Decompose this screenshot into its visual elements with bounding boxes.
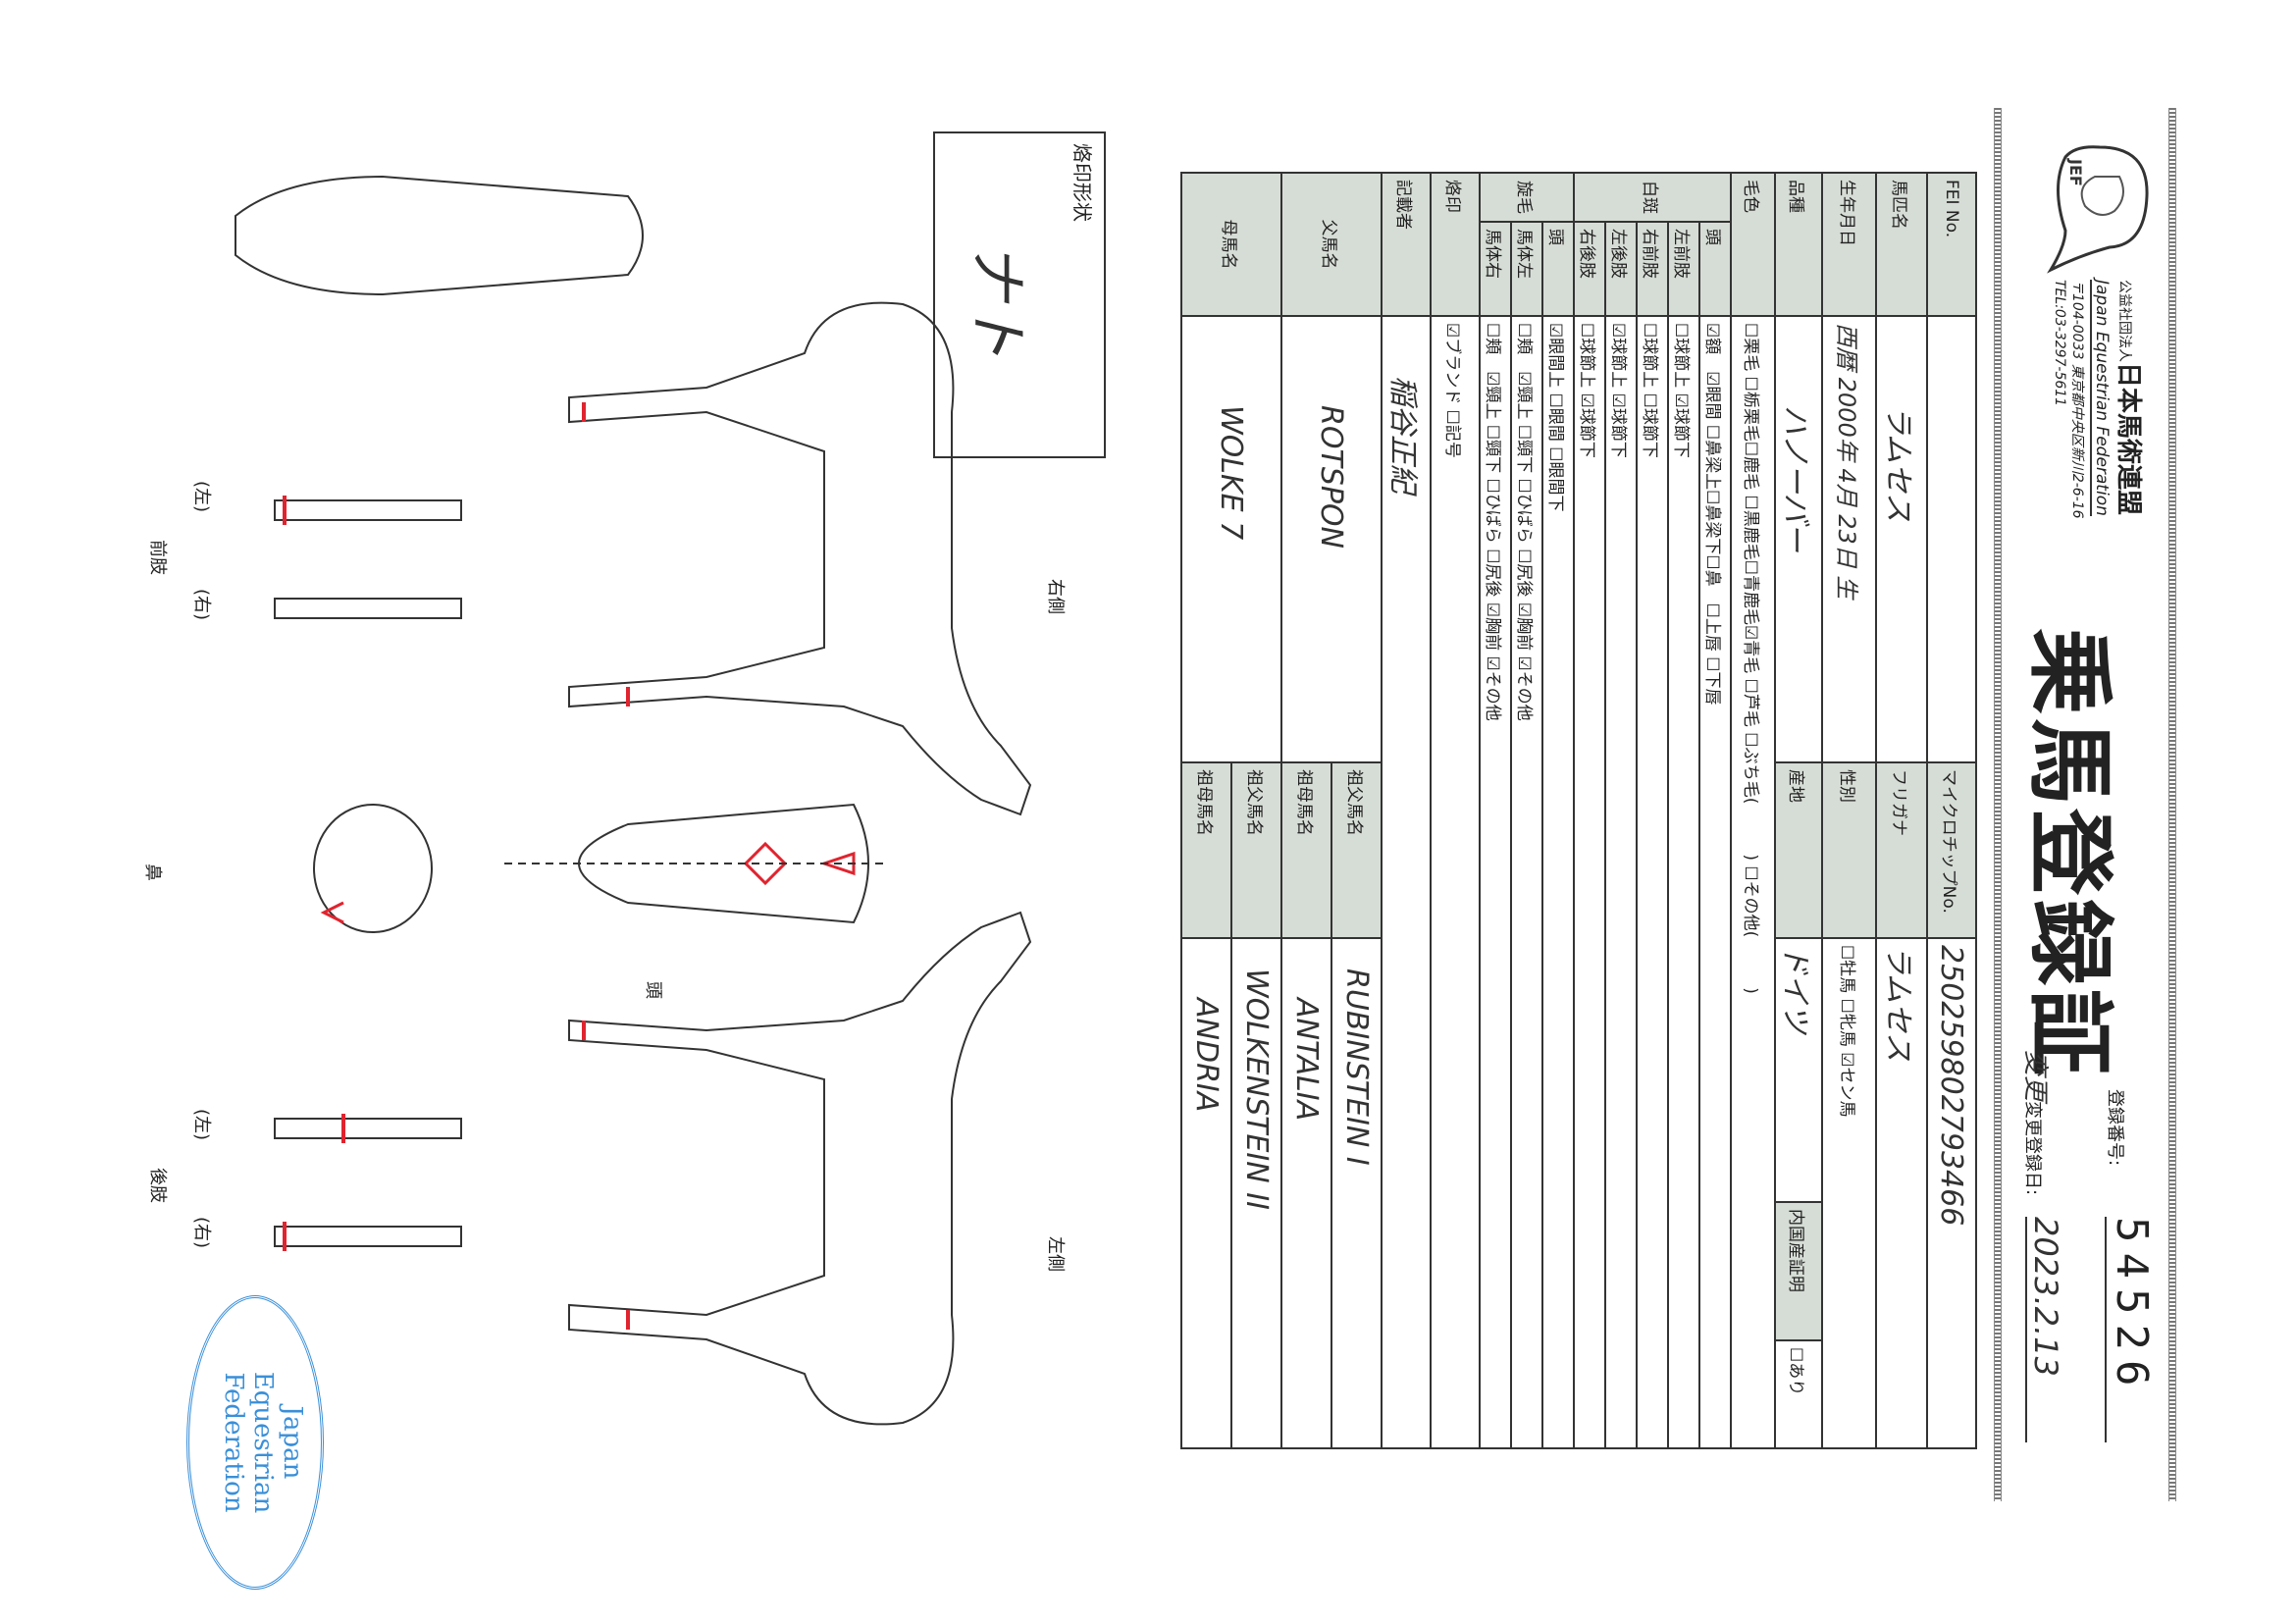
reg-no-label: 登録番号:: [2105, 1089, 2125, 1167]
white-lh-label: 左後肢: [1605, 222, 1637, 317]
document-title: 乗馬登録証: [2019, 628, 2120, 1080]
dam-granddam-label: 祖母馬名: [1181, 762, 1231, 939]
sire-label: 父馬名: [1281, 173, 1382, 317]
hindlegs-label: 後肢: [147, 1168, 168, 1203]
head-label: 頭: [643, 981, 663, 999]
domestic-label: 内国産証明: [1775, 1202, 1822, 1341]
left-side-horse: [568, 911, 1032, 1426]
org-tel: TEL:03-3297-5611: [2052, 280, 2067, 407]
coat-color-value: ☐栗毛 ☐栃栗毛☐鹿毛 ☐黒鹿毛☐青鹿毛☑青毛 ☐芦毛 ☐ぶち毛( ) ☐その他…: [1731, 316, 1775, 1449]
dam-granddam-value: ANDRIA: [1181, 938, 1231, 1449]
dam-label: 母馬名: [1181, 173, 1281, 317]
left-side-label: 左側: [1045, 1236, 1066, 1272]
forelegs: [274, 496, 462, 619]
forelegs-label: 前肢: [147, 540, 168, 575]
border-top: [2168, 108, 2176, 1501]
whorl-head-value: ☑眼間上 ☐眼間 ☐眼間下: [1542, 316, 1574, 1449]
recorder-value: 稲谷正紀: [1382, 316, 1431, 1449]
whorl-left-label: 馬体左: [1511, 222, 1542, 317]
whorl-left-value: ☐頬 ☑頸上 ☐頸下 ☐ひばら ☐尻後 ☑胸前 ☑その他: [1511, 316, 1542, 1449]
white-rf-value: ☐球節上 ☐球節下: [1637, 316, 1668, 1449]
white-lf-label: 左前肢: [1668, 222, 1699, 317]
change-date-label: 変更変更登録日:: [2020, 1050, 2050, 1196]
white-markings-label: 白斑: [1574, 173, 1731, 222]
kana-value: ラムセス: [1876, 938, 1927, 1449]
whorl-label: 旋毛: [1480, 173, 1574, 222]
logo-text: JEF: [2066, 158, 2085, 186]
brand-label: 烙印: [1431, 173, 1480, 317]
white-lf-value: ☐球節上 ☑球節下: [1668, 316, 1699, 1449]
hindlegs: [274, 1114, 462, 1251]
fei-value: [1927, 316, 1976, 763]
origin-label: 産地: [1775, 762, 1822, 939]
top-view-horse: [235, 175, 644, 296]
head-front-view: [500, 803, 883, 924]
whorl-right-value: ☐頬 ☑頸上 ☐頸下 ☐ひばら ☐尻後 ☑胸前 ☑その他: [1480, 316, 1511, 1449]
white-head-label: 頭: [1699, 222, 1731, 317]
domestic-value: ☐あり: [1775, 1340, 1822, 1449]
sire-grandsire-label: 祖父馬名: [1331, 762, 1382, 939]
sire-grandsire-value: RUBINSTEIN I: [1331, 938, 1382, 1449]
breed-label: 品種: [1775, 173, 1822, 317]
sex-label: 性別: [1822, 762, 1876, 939]
jef-stamp: Japan Equestrian Federation: [186, 1295, 324, 1590]
right-side-horse: [568, 301, 1032, 816]
org-name: 公益社団法人日本馬術連盟: [2113, 280, 2143, 516]
dam-grandsire-value: WOLKENSTEIN II: [1231, 938, 1281, 1449]
sire-granddam-value: ANTALIA: [1281, 938, 1331, 1449]
horse-diagrams: [235, 175, 1032, 1426]
white-head-value: ☑額 ☑眼間 ☐鼻梁上☐鼻梁下☐鼻 ☐上唇 ☐下唇: [1699, 316, 1731, 1449]
horse-info-table: FEI No.マイクロチップNo.250259802793466 馬匹名ラムセス…: [1180, 172, 1977, 1449]
hindlegs-right-label: (右): [191, 1217, 212, 1249]
chip-value: 250259802793466: [1927, 938, 1976, 1449]
dam-grandsire-label: 祖父馬名: [1231, 762, 1281, 939]
fei-label: FEI No.: [1927, 173, 1976, 317]
origin-value: ドイツ: [1775, 938, 1822, 1203]
name-label: 馬匹名: [1876, 173, 1927, 317]
org-address: 〒104-0033 東京都中央区新川2-6-16: [2069, 280, 2085, 519]
forelegs-left-label: (左): [191, 481, 212, 513]
reg-no-value: 54526: [2105, 1217, 2157, 1442]
change-date-value: 2023.2.13: [2025, 1217, 2064, 1442]
dam-value: WOLKE 7: [1181, 316, 1281, 763]
recorder-label: 記載者: [1382, 173, 1431, 317]
whorl-right-label: 馬体右: [1480, 222, 1511, 317]
right-side-label: 右側: [1045, 579, 1066, 614]
jef-logo: JEF: [2047, 145, 2149, 274]
name-value: ラムセス: [1876, 316, 1927, 763]
forelegs-right-label: (右): [191, 589, 212, 621]
white-rh-value: ☐球節上 ☑球節下: [1574, 316, 1605, 1449]
border-bottom: [1994, 108, 2002, 1501]
nose: [313, 804, 433, 933]
hindlegs-left-label: (左): [191, 1109, 212, 1141]
white-lh-value: ☑球節上 ☑球節下: [1605, 316, 1637, 1449]
sire-granddam-label: 祖母馬名: [1281, 762, 1331, 939]
white-rh-label: 右後肢: [1574, 222, 1605, 317]
white-rf-label: 右前肢: [1637, 222, 1668, 317]
kana-label: フリガナ: [1876, 762, 1927, 939]
org-name-en: Japan Equestrian Federation: [2090, 280, 2112, 516]
whorl-head-label: 頭: [1542, 222, 1574, 317]
nose-label: 鼻: [142, 864, 163, 881]
chip-label: マイクロチップNo.: [1927, 762, 1976, 939]
sex-value: ☐牡馬 ☐牝馬 ☑セン馬: [1822, 938, 1876, 1449]
birth-value: 西暦 2000年 4月 23日 生: [1822, 316, 1876, 763]
birth-label: 生年月日: [1822, 173, 1876, 317]
coat-color-label: 毛色: [1731, 173, 1775, 317]
breed-value: ハノーバー: [1775, 316, 1822, 763]
sire-value: ROTSPON: [1281, 316, 1382, 763]
brand-value: ☑ブランド ☐記号: [1431, 316, 1480, 1449]
